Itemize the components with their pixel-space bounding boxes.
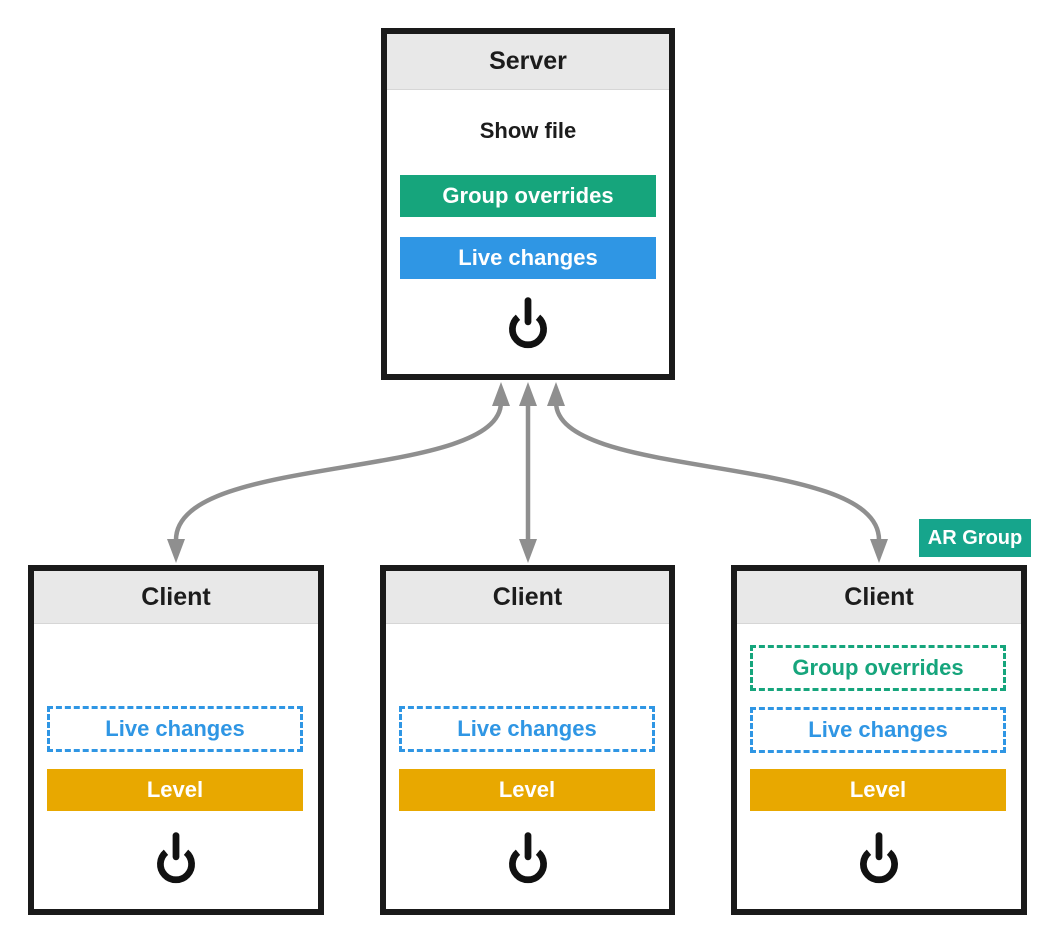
- live-changes-pill: Live changes: [400, 237, 656, 279]
- client-3-title: Client: [737, 571, 1021, 624]
- client-1-title: Client: [34, 571, 318, 624]
- power-icon: [853, 831, 905, 887]
- client-2-title: Client: [386, 571, 669, 624]
- group-overrides-pill: Group overrides: [400, 175, 656, 217]
- level-pill: Level: [47, 769, 303, 811]
- power-icon: [150, 831, 202, 887]
- power-icon: [502, 296, 554, 352]
- power-icon: [502, 831, 554, 887]
- arrow-left-shaft: [173, 401, 504, 541]
- ar-group-badge: AR Group: [919, 519, 1031, 557]
- arrowhead-up-middle: [519, 382, 537, 406]
- arrow-right-shaft: [553, 401, 882, 541]
- level-pill: Level: [399, 769, 655, 811]
- client-box-1: Client Live changes Level: [28, 565, 324, 915]
- live-changes-dashed-box: Live changes: [750, 707, 1006, 753]
- show-file-label: Show file: [479, 118, 577, 143]
- arrowhead-up-right: [547, 382, 565, 406]
- server-box: Server Show file Group overrides Live ch…: [381, 28, 675, 380]
- live-changes-dashed-box: Live changes: [47, 706, 303, 752]
- arrowhead-down-right: [870, 539, 888, 563]
- server-title: Server: [387, 34, 669, 90]
- arrowhead-down-middle: [519, 539, 537, 563]
- group-overrides-dashed-box: Group overrides: [750, 645, 1006, 691]
- level-pill: Level: [750, 769, 1006, 811]
- arrowhead-down-left: [167, 539, 185, 563]
- arrowhead-up-left: [492, 382, 510, 406]
- live-changes-dashed-box: Live changes: [399, 706, 655, 752]
- client-box-3: Client Group overrides Live changes Leve…: [731, 565, 1027, 915]
- client-box-2: Client Live changes Level: [380, 565, 675, 915]
